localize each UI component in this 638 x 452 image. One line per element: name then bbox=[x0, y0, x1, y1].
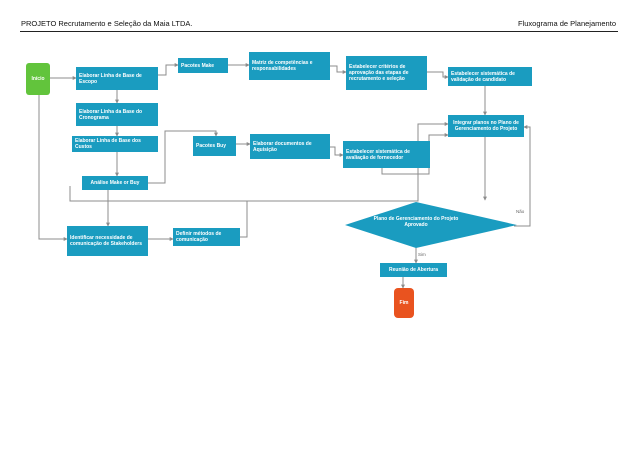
edge-fornecedor-integrar bbox=[381, 133, 449, 175]
node-pacotes-buy: Pacotes Buy bbox=[193, 136, 236, 156]
decision-plano-aprovado-label: Plano de Gerenciamento do Projeto Aprova… bbox=[373, 216, 459, 228]
node-reuniao-abertura: Reunião de Abertura bbox=[380, 263, 447, 277]
header-divider bbox=[20, 31, 618, 32]
node-metodos-comunicacao: Definir métodos de comunicação bbox=[173, 228, 240, 246]
edge-metodos-integrar bbox=[240, 201, 248, 238]
node-analise-make-buy: Análise Make or Buy bbox=[82, 176, 148, 190]
edge-aprovado-nao bbox=[514, 125, 531, 227]
decision-diamond-shape bbox=[345, 202, 517, 248]
node-linha-base-cronograma: Elaborar Linha da Base do Cronograma bbox=[76, 103, 158, 126]
end-node: Fim bbox=[394, 288, 414, 318]
node-pacotes-make: Pacotes Make bbox=[178, 58, 228, 73]
node-necessidade-comunicacao: Identificar necessidade de comunicação d… bbox=[67, 226, 148, 256]
start-node: Início bbox=[26, 63, 50, 95]
document-title: Fluxograma de Planejamento bbox=[518, 19, 616, 28]
edge-escopo-make bbox=[158, 63, 179, 76]
node-integrar-planos: Integrar planos no Plano de Gerenciament… bbox=[448, 115, 524, 137]
edge-documentos-fornecedor bbox=[330, 146, 344, 157]
node-documentos-aquisicao: Elaborar documentos de Aquisição bbox=[250, 134, 330, 159]
edge-makebuy-integrar bbox=[69, 122, 449, 202]
node-criterios-aprovacao: Estabelecer critérios de aprovação das e… bbox=[346, 56, 427, 90]
node-sistematica-fornecedor: Estabelecer sistemática de avaliação de … bbox=[343, 141, 430, 168]
node-sistematica-validacao: Estabelecer sistemática de validação de … bbox=[448, 67, 532, 86]
edge-criterios-validacao bbox=[427, 71, 449, 79]
edge-label-sim: Sim bbox=[418, 252, 426, 257]
node-matriz-competencias: Matriz de competências e responsabilidad… bbox=[249, 52, 330, 80]
edge-matriz-criterios bbox=[330, 65, 347, 74]
edge-label-nao: Não bbox=[516, 209, 525, 214]
edge-inicio-comunicacao bbox=[38, 95, 68, 241]
node-linha-base-custos: Elaborar Linha de Base dos Custos bbox=[72, 136, 158, 152]
node-linha-base-escopo: Elaborar Linha de Base de Escopo bbox=[76, 67, 158, 90]
project-title: PROJETO Recrutamento e Seleção da Maia L… bbox=[21, 19, 193, 28]
edge-makebuy-buy bbox=[148, 130, 218, 184]
